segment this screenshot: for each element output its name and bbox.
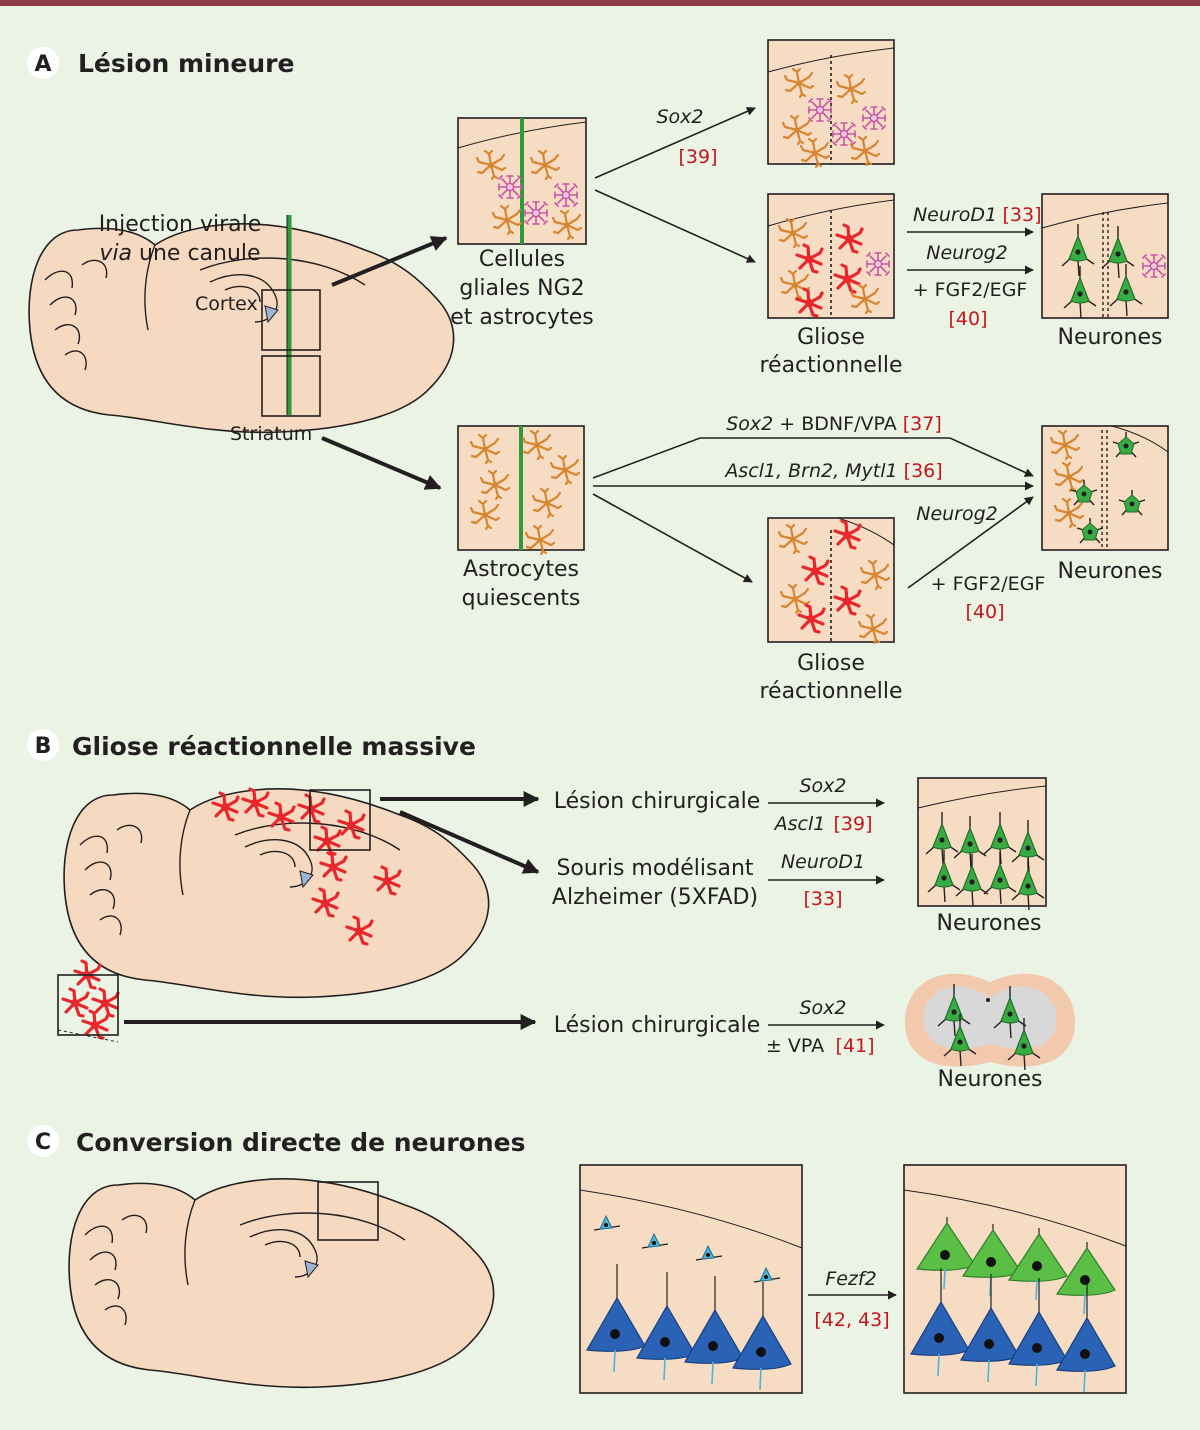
brain-c <box>68 1178 495 1389</box>
section-a-badge <box>27 47 59 79</box>
b-souris-label-2: Alzheimer (5XFAD) <box>552 885 758 910</box>
a-ascl1-label: Ascl1, Brn2, Mytl1 [36] <box>723 460 942 482</box>
box-sox2-result <box>767 39 895 169</box>
arrow-sox2-bdnf <box>592 437 1034 479</box>
b-ascl1-label: Ascl1 <box>773 813 826 835</box>
a-sox2-label: Sox2 <box>656 106 703 128</box>
striatum-box <box>261 355 321 417</box>
section-c-title: Conversion directe de neurones <box>76 1128 525 1157</box>
ng2-label-3: et astrocytes <box>450 305 593 330</box>
b-ref-33: [33] <box>803 888 842 910</box>
section-c: C Conversion directe de neurones Fezf2 [… <box>27 1125 1127 1394</box>
arrow-cortex-to-ng2 <box>331 236 448 287</box>
gliose-cortex-label-1: Gliose <box>797 325 865 350</box>
cortex-label: Cortex <box>195 293 258 315</box>
b-lesion-label-2: Lésion chirurgicale <box>554 1013 760 1038</box>
gliose-striatum-label-1: Gliose <box>797 651 865 676</box>
arrow-ng2-to-sox2 <box>594 107 756 179</box>
ng2-label-2: gliales NG2 <box>459 276 584 301</box>
section-b: B Gliose réactionnelle massive Lésion ch… <box>27 729 1075 1092</box>
section-a-letter: A <box>34 52 51 77</box>
c-fezf2-label: Fezf2 <box>825 1268 876 1290</box>
striatum-label: Striatum <box>230 423 312 445</box>
box-neurones-b <box>917 777 1047 911</box>
top-band <box>0 0 1200 6</box>
c-cortex-box <box>317 1181 379 1241</box>
a-ref-40-bottom: [40] <box>965 601 1004 623</box>
a-sox2-bdnf-label: Sox2 + BDNF/VPA [37] <box>726 413 942 435</box>
section-c-badge <box>27 1125 59 1157</box>
section-a: A Lésion mineure Injection virale via un… <box>27 39 1169 704</box>
a-neurod1-label: NeuroD1 <box>913 204 997 226</box>
cortex-box <box>261 289 321 351</box>
box-gliose-striatum <box>767 517 895 645</box>
box-neurones-cortex <box>1041 193 1169 319</box>
b-ref-41: [41] <box>835 1035 874 1057</box>
b-neurones-label-1: Neurones <box>937 911 1042 936</box>
b-vpa-label: ± VPA <box>766 1035 824 1057</box>
b-ref-39: [39] <box>833 813 872 835</box>
arrow-b-to-souris <box>399 810 540 874</box>
b-cortex-box <box>309 789 371 851</box>
gliose-striatum-label-2: réactionnelle <box>759 679 902 704</box>
b-sox2-label: Sox2 <box>799 775 846 797</box>
a-ref-33: [33] <box>1002 204 1041 226</box>
ng2-label-1: Cellules <box>479 247 565 272</box>
section-b-title: Gliose réactionnelle massive <box>72 732 476 761</box>
box-neurones-striatum <box>1041 425 1169 551</box>
quiescent-label-1: Astrocytes <box>463 557 579 582</box>
box-quiescent-astrocytes <box>457 425 585 556</box>
a-ref-40-top: [40] <box>948 308 987 330</box>
arrow-ng2-to-gliose <box>594 189 756 263</box>
injection-label-line1: Injection virale <box>99 212 262 237</box>
arrow-neurog2-striatum <box>907 496 1034 589</box>
box-c-after <box>903 1164 1127 1394</box>
spinal-cord <box>905 973 1075 1071</box>
a-fgf-striatum-label: + FGF2/EGF <box>931 573 1046 595</box>
b-sox2-spinal-label: Sox2 <box>799 997 846 1019</box>
a-ref-39: [39] <box>678 146 717 168</box>
box-ng2-astrocytes <box>457 117 587 245</box>
section-c-letter: C <box>35 1130 51 1155</box>
b-lesion-label-1: Lésion chirurgicale <box>554 789 760 814</box>
injection-label-line2: via une canule <box>99 241 260 266</box>
a-fgf-label: + FGF2/EGF <box>913 279 1028 301</box>
section-b-badge <box>27 729 59 761</box>
section-b-letter: B <box>35 734 52 759</box>
section-a-title: Lésion mineure <box>78 49 294 78</box>
neurones-cortex-label: Neurones <box>1058 325 1163 350</box>
arrow-quiescent-to-gliose <box>592 493 753 583</box>
gliose-cortex-label-2: réactionnelle <box>759 353 902 378</box>
b-neurones-label-2: Neurones <box>938 1067 1043 1092</box>
a-neurog2-striatum-label: Neurog2 <box>916 503 998 525</box>
box-gliose-cortex <box>767 193 895 319</box>
quiescent-label-2: quiescents <box>462 586 581 611</box>
neurones-striatum-label: Neurones <box>1058 559 1163 584</box>
b-neurod1-label: NeuroD1 <box>781 851 865 873</box>
b-spinal-box <box>57 974 119 1036</box>
a-neurog2-label: Neurog2 <box>926 242 1008 264</box>
box-c-before <box>579 1164 803 1394</box>
b-souris-label-1: Souris modélisant <box>556 856 753 881</box>
c-ref-42-43: [42, 43] <box>814 1309 889 1331</box>
arrow-striatum-to-quiescent <box>321 436 442 490</box>
